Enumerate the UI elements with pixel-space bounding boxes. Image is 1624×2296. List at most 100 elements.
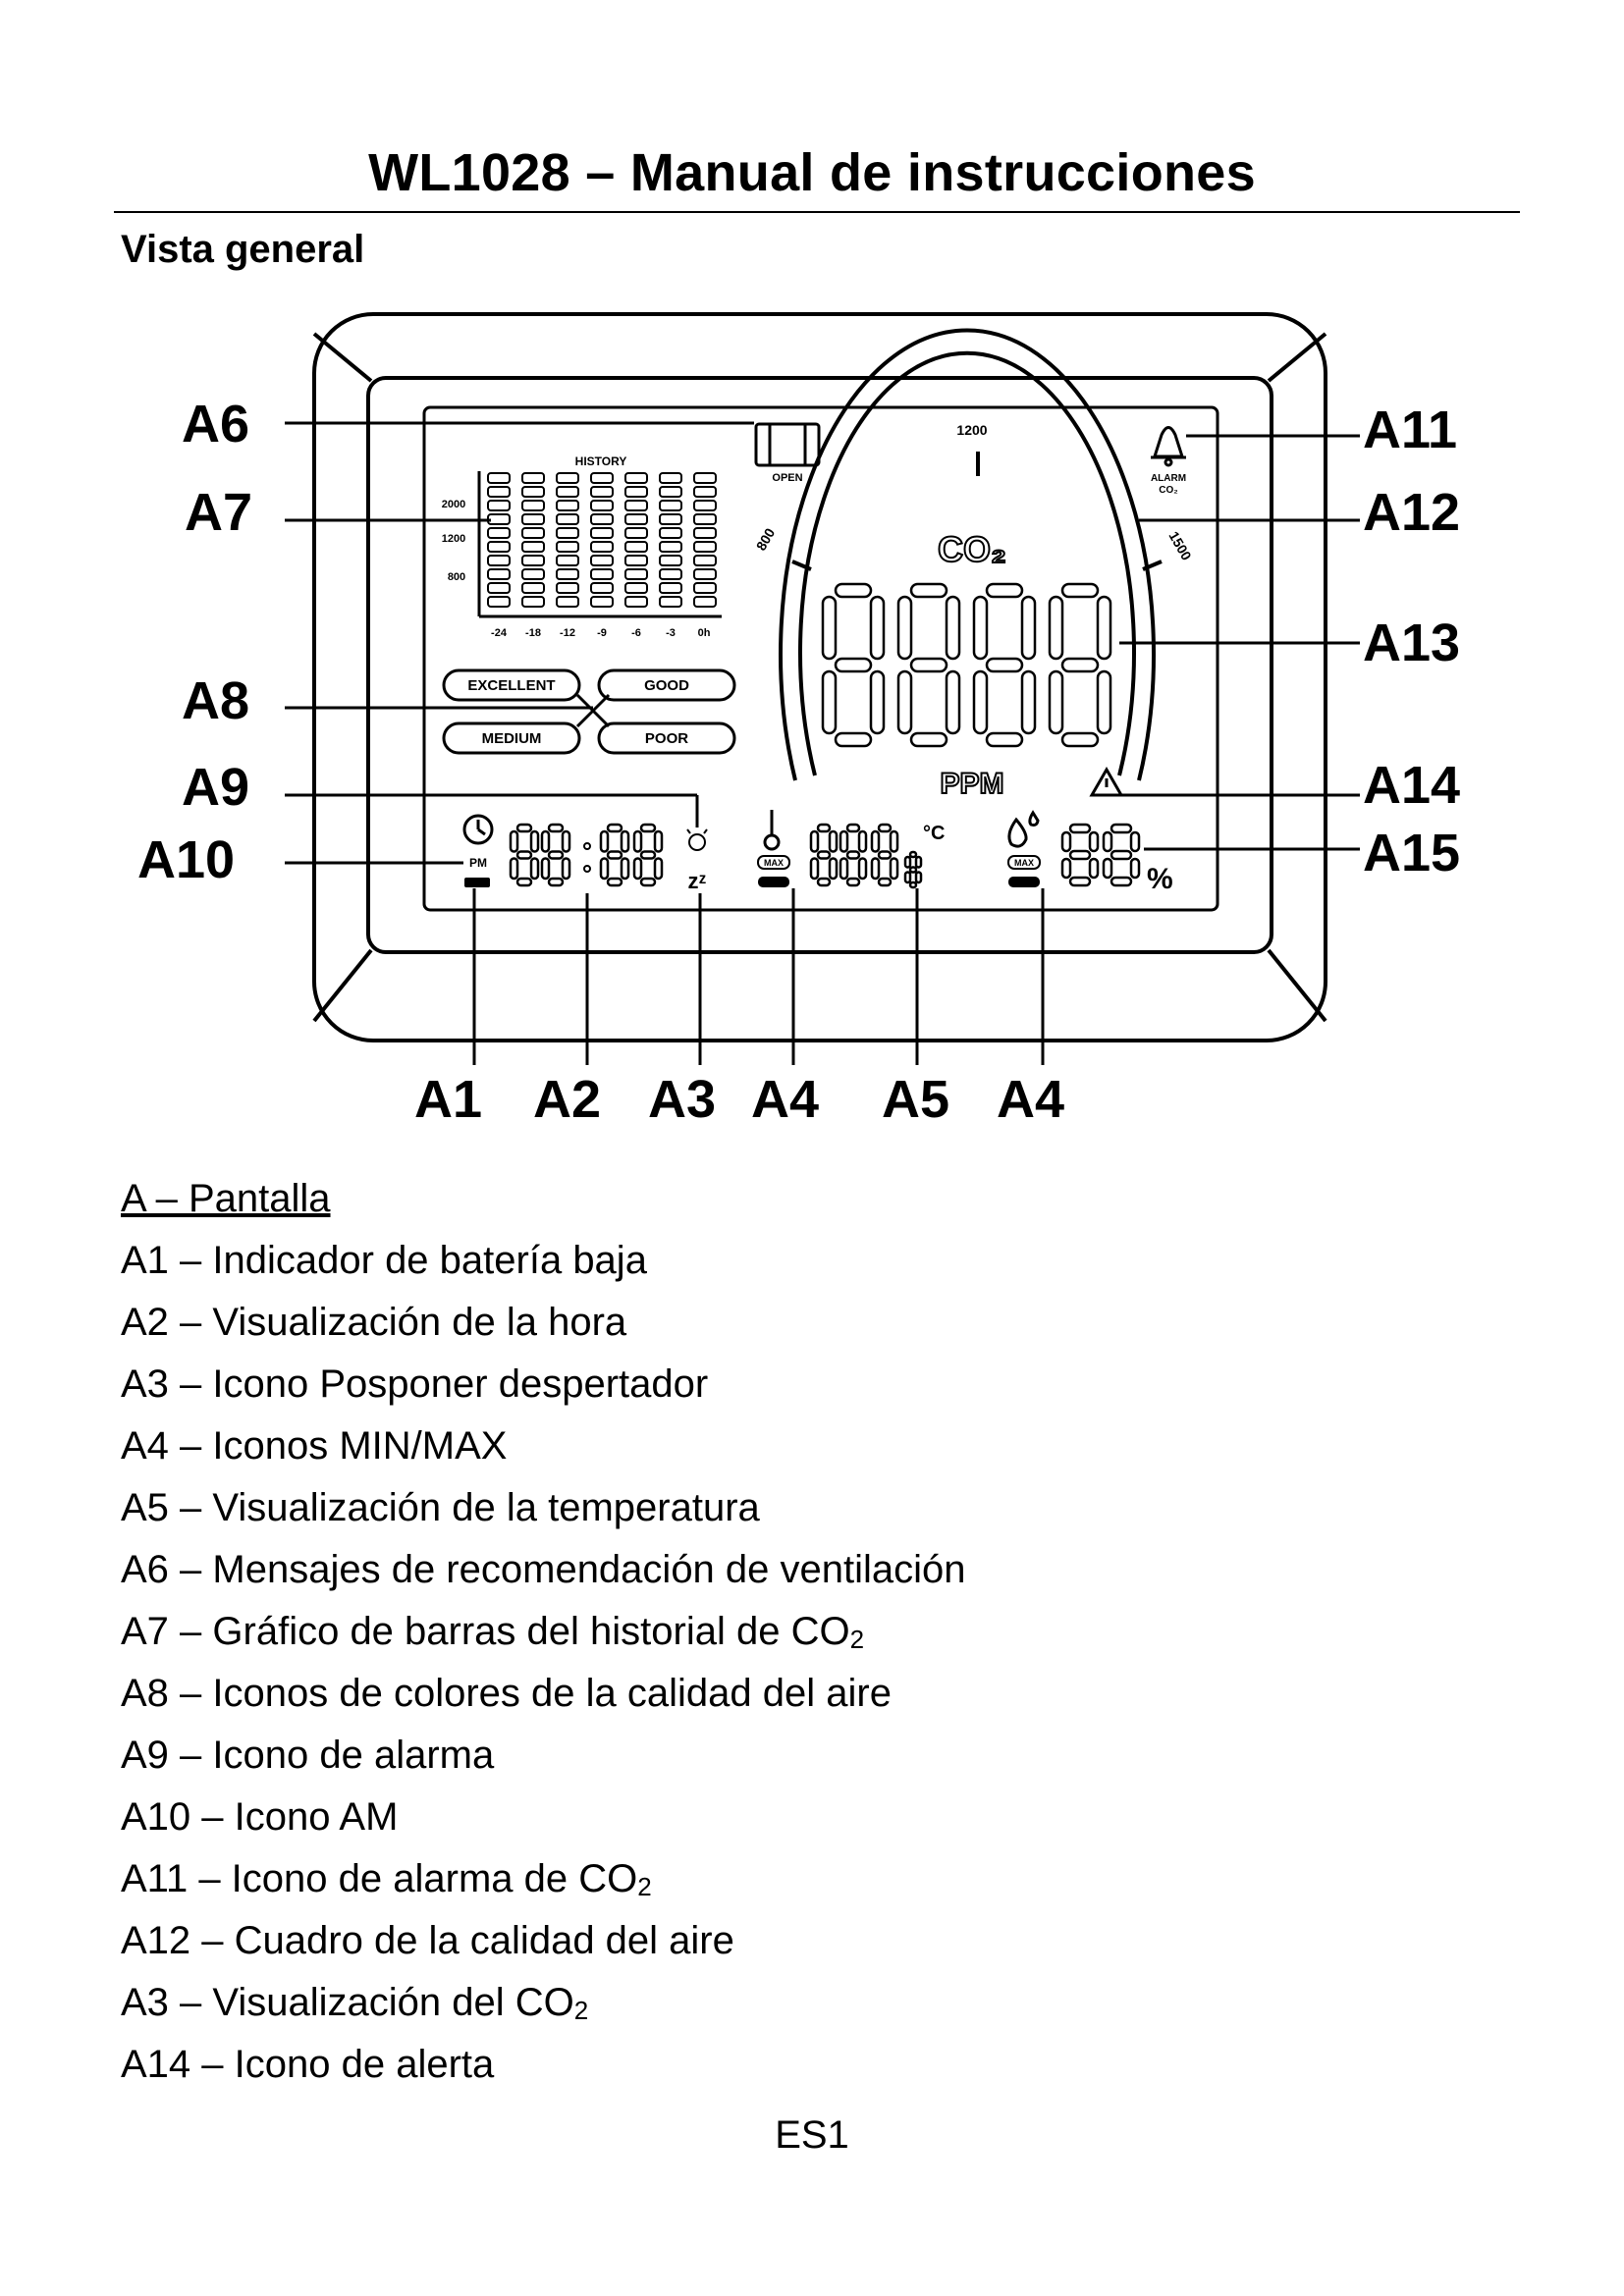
lcd-segment [632,829,643,853]
lcd-segment [945,669,961,735]
lcd-segment [1068,849,1092,861]
lcd-segment [606,823,623,833]
lcd-segment [1102,830,1113,853]
lcd-segment [1068,823,1092,834]
legend-item-text: A10 – Icono AM [121,1795,399,1839]
lcd-segment [809,857,820,881]
lcd-segment [908,881,918,889]
poor-label: POOR [645,730,688,747]
humidity-digits [1060,823,1141,887]
lcd-segment [515,850,533,860]
lcd-segment [547,823,565,833]
history-cell [556,596,579,608]
lcd-segment [870,829,881,853]
lcd-segment [1048,595,1064,661]
legend-item-text: A12 – Cuadro de la calidad del aire [121,1919,734,1962]
history-cell [487,596,511,608]
leader-lines [285,421,1360,1065]
callout-a10: A10 [137,830,235,889]
callout-a11: A11 [1363,400,1457,459]
air-quality-icons: EXCELLENT GOOD MEDIUM POOR [442,668,736,755]
callout-a1: A1 [414,1070,482,1129]
lcd-segment [639,823,657,833]
lcd-segment [870,857,881,881]
lcd-segment [889,829,899,853]
max-label: MAX [764,858,784,868]
history-cell [659,541,682,553]
medium-label: MEDIUM [482,730,542,747]
lcd-segment [547,877,565,887]
lcd-segment [985,657,1024,673]
legend-item: A6 – Mensajes de recomendación de ventil… [121,1539,966,1601]
lcd-segment [909,582,948,599]
history-cell [487,486,511,498]
callout-a14: A14 [1363,756,1460,815]
poor-pill [597,721,736,755]
lcd-segment [1060,731,1100,748]
lcd-segment [896,595,913,661]
lcd-segment [1068,876,1092,887]
lcd-segment [620,857,630,881]
history-x-label: -3 [666,627,676,639]
history-cell [693,486,717,498]
lcd-segment [515,823,533,833]
history-cell [590,582,614,594]
legend-item: A8 – Iconos de colores de la calidad del… [121,1663,966,1725]
legend-item-text: A5 – Visualización de la temperatura [121,1486,760,1529]
legend-item-text: A2 – Visualización de la hora [121,1301,627,1344]
lcd-segment [561,829,571,853]
history-cell [556,486,579,498]
lcd-segment [547,850,565,860]
lcd-segment [834,731,873,748]
lcd-segment [834,657,873,673]
history-y-label: 2000 [442,499,465,510]
alert-icon [1089,766,1124,797]
title-divider [114,211,1520,213]
history-cell [590,568,614,580]
history-cell [487,500,511,511]
lcd-segment [515,877,533,887]
history-chart: HISTORY 2000 1200 800 -24 -18 -12 -9 -6 … [442,454,722,639]
page-title: WL1028 – Manual de instrucciones [368,143,1256,202]
lcd-segment [845,850,861,860]
lcd-segment [828,857,839,881]
lcd-segment [908,850,918,859]
window-open-label: OPEN [772,472,802,484]
history-cell [659,555,682,566]
lcd-segment [985,731,1024,748]
callout-a4: A4 [751,1070,819,1129]
lcd-segment [985,582,1024,599]
page-number: ES1 [775,2113,849,2157]
lcd-segment [561,857,571,881]
snooze-icon: zᶻ [688,869,707,893]
legend-item-text: A6 – Mensajes de recomendación de ventil… [121,1548,966,1591]
excellent-label: EXCELLENT [467,677,555,694]
history-cell [487,513,511,525]
lcd-segment [869,669,886,735]
lcd-segment [839,829,849,853]
lcd-segment [1096,595,1112,661]
lcd-segment [606,877,623,887]
callout-a3: A3 [648,1070,716,1129]
legend-item: A12 – Cuadro de la calidad del aire [121,1910,966,1972]
history-cell [521,500,545,511]
history-cell [521,555,545,566]
history-cell [487,527,511,539]
history-cell [624,582,648,594]
lcd-segment [1129,830,1141,853]
history-cell [624,472,648,484]
lcd-segment [1110,823,1133,834]
lcd-segment [540,829,551,853]
history-cell [624,500,648,511]
history-cell [693,596,717,608]
history-x-label: -18 [525,627,541,639]
lcd-segment [620,829,630,853]
device-bezel [312,312,1327,1042]
lcd-segment [903,855,912,869]
lcd-segment [1020,595,1037,661]
history-x-label: -24 [491,627,508,639]
legend-item-text: A4 – Iconos MIN/MAX [121,1424,508,1468]
legend-list: A – Pantalla A1 – Indicador de batería b… [121,1168,966,2096]
lcd-segment [653,829,664,853]
legend-item: A11 – Icono de alarma de CO2 [121,1848,966,1910]
